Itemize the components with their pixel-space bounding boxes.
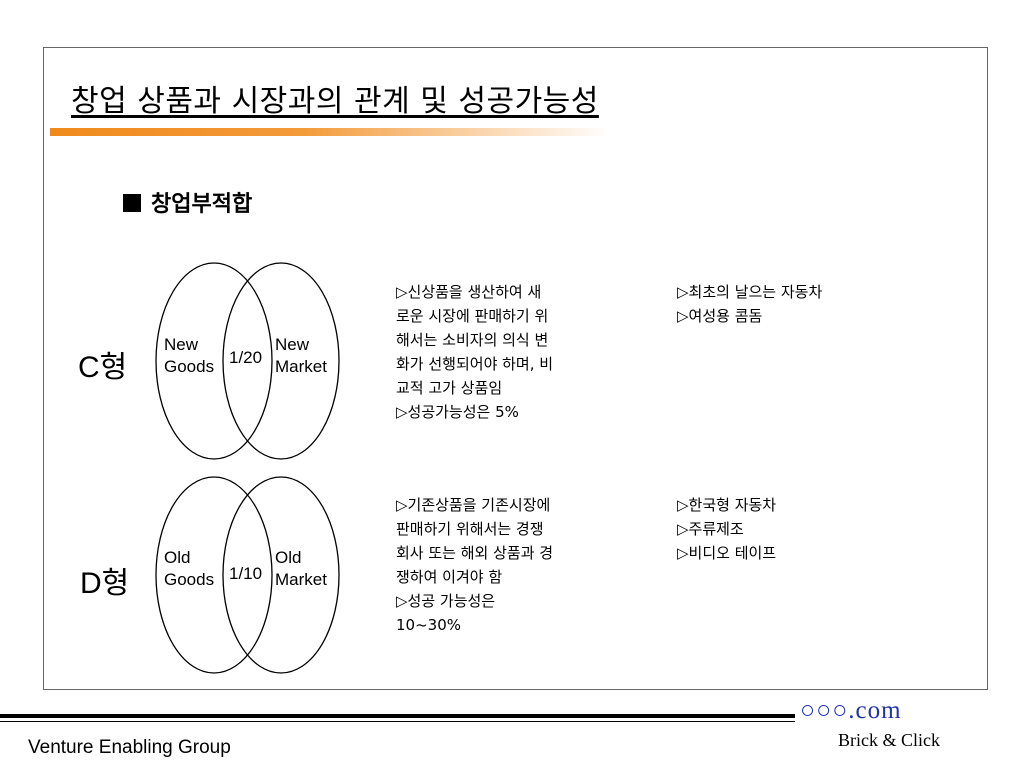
new-goods-circle [155,262,273,460]
type-d-description: ▷기존상품을 기존시장에 판매하기 위해서는 경쟁 회사 또는 해외 상품과 경… [396,496,554,634]
type-c-left-text: New Goods [164,335,215,376]
section-heading: 창업부적합 [123,186,252,218]
brand-tagline: Brick & Click [838,730,940,750]
footer-organization: Venture Enabling Group [28,737,231,758]
square-bullet-icon [123,194,141,212]
type-d-right-text: Old Market [275,548,327,589]
type-c-venn-diagram [155,262,340,460]
type-d-left-text: Old Goods [164,548,215,589]
brand-logo-text: ○○○.com [800,697,902,724]
title-accent-bar [50,128,610,136]
slide-frame [43,47,988,690]
type-d-overlap-ratio: 1/10 [229,564,263,583]
footer-rule-thin [0,721,795,722]
type-d-label: D형 [80,567,130,600]
section-heading-text: 창업부적합 [151,192,253,217]
type-d-examples: ▷한국형 자동차 ▷주류제조 ▷비디오 테이프 [677,496,777,562]
type-c-examples: ▷최초의 날으는 자동차 ▷여성용 콤돔 [677,283,823,325]
footer-rule-thick [0,714,795,718]
slide-title: 창업 상품과 시장과의 관계 및 성공가능성 [71,84,599,119]
type-c-description: ▷신상품을 생산하여 새 로운 시장에 판매하기 위 해서는 소비자의 의식 변… [396,283,554,421]
type-c-right-text: New Market [275,335,327,376]
type-d-venn-diagram [155,476,340,674]
type-c-label: C형 [78,351,128,384]
old-market-circle [222,476,340,674]
new-market-circle [222,262,340,460]
type-c-overlap-ratio: 1/20 [229,348,263,367]
old-goods-circle [155,476,273,674]
